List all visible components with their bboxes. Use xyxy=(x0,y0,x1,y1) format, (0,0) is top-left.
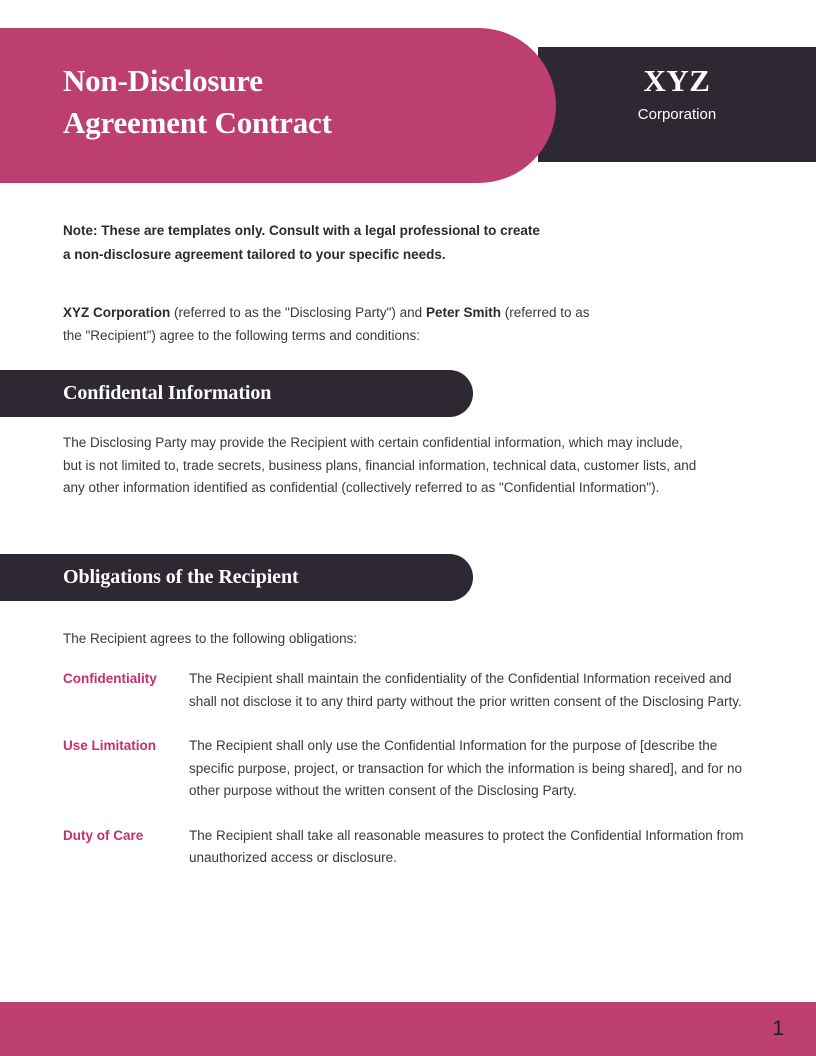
list-item: Duty of Care The Recipient shall take al… xyxy=(0,825,816,870)
obligation-text: The Recipient shall take all reasonable … xyxy=(189,827,744,866)
obligation-text: The Recipient shall only use the Confide… xyxy=(189,738,743,798)
obligation-text: The Recipient shall maintain the confide… xyxy=(189,671,742,709)
header-dark-band xyxy=(538,47,816,162)
document-footer: 1 xyxy=(0,1002,816,1056)
header-pink-shape xyxy=(0,28,556,183)
template-note: Note: These are templates only. Consult … xyxy=(63,219,683,267)
parties-line-2: the "Recipient") agree to the following … xyxy=(63,327,421,343)
list-item: Confidentiality The Recipient shall main… xyxy=(0,668,816,713)
obligations-intro: The Recipient agrees to the following ob… xyxy=(63,631,358,646)
section-header-obligations: Obligations of the Recipient xyxy=(0,554,473,601)
template-note-line-2: a non-disclosure agreement tailored to y… xyxy=(63,247,446,262)
disclosing-party-name: XYZ Corporation xyxy=(63,305,171,320)
section-header-confidential-information: Confidental Information xyxy=(0,370,473,417)
obligation-label: Use Limitation xyxy=(63,738,157,753)
company-name: XYZ xyxy=(643,63,711,98)
document-header: Non-Disclosure Agreement Contract XYZ Co… xyxy=(0,0,816,200)
page-number: 1 xyxy=(772,1017,784,1040)
company-suffix: Corporation xyxy=(637,106,717,123)
section-heading-label: Confidental Information xyxy=(63,382,272,404)
recipient-name: Peter Smith xyxy=(425,305,501,320)
document-title-line-1: Non-Disclosure xyxy=(63,63,263,98)
obligation-label: Confidentiality xyxy=(63,671,157,686)
document-title: Non-Disclosure Agreement Contract xyxy=(63,60,533,144)
parties-paragraph: XYZ Corporation (referred to as the "Dis… xyxy=(63,302,663,347)
template-note-line-1: Note: These are templates only. Consult … xyxy=(63,223,540,238)
section-heading-label: Obligations of the Recipient xyxy=(63,566,299,588)
obligation-label: Duty of Care xyxy=(63,827,144,843)
list-item: Use Limitation The Recipient shall only … xyxy=(0,735,816,803)
section-body-confidential-information: The Disclosing Party may provide the Rec… xyxy=(63,435,697,495)
disclosing-party-role: (referred to as the "Disclosing Party") … xyxy=(170,305,426,320)
document-title-line-2: Agreement Contract xyxy=(63,105,332,140)
parties-line-1: XYZ Corporation (referred to as the "Dis… xyxy=(63,302,663,325)
obligations-list: Confidentiality The Recipient shall main… xyxy=(0,668,816,892)
company-brand: XYZ Corporation xyxy=(538,62,816,126)
recipient-role: (referred to as xyxy=(500,305,590,320)
